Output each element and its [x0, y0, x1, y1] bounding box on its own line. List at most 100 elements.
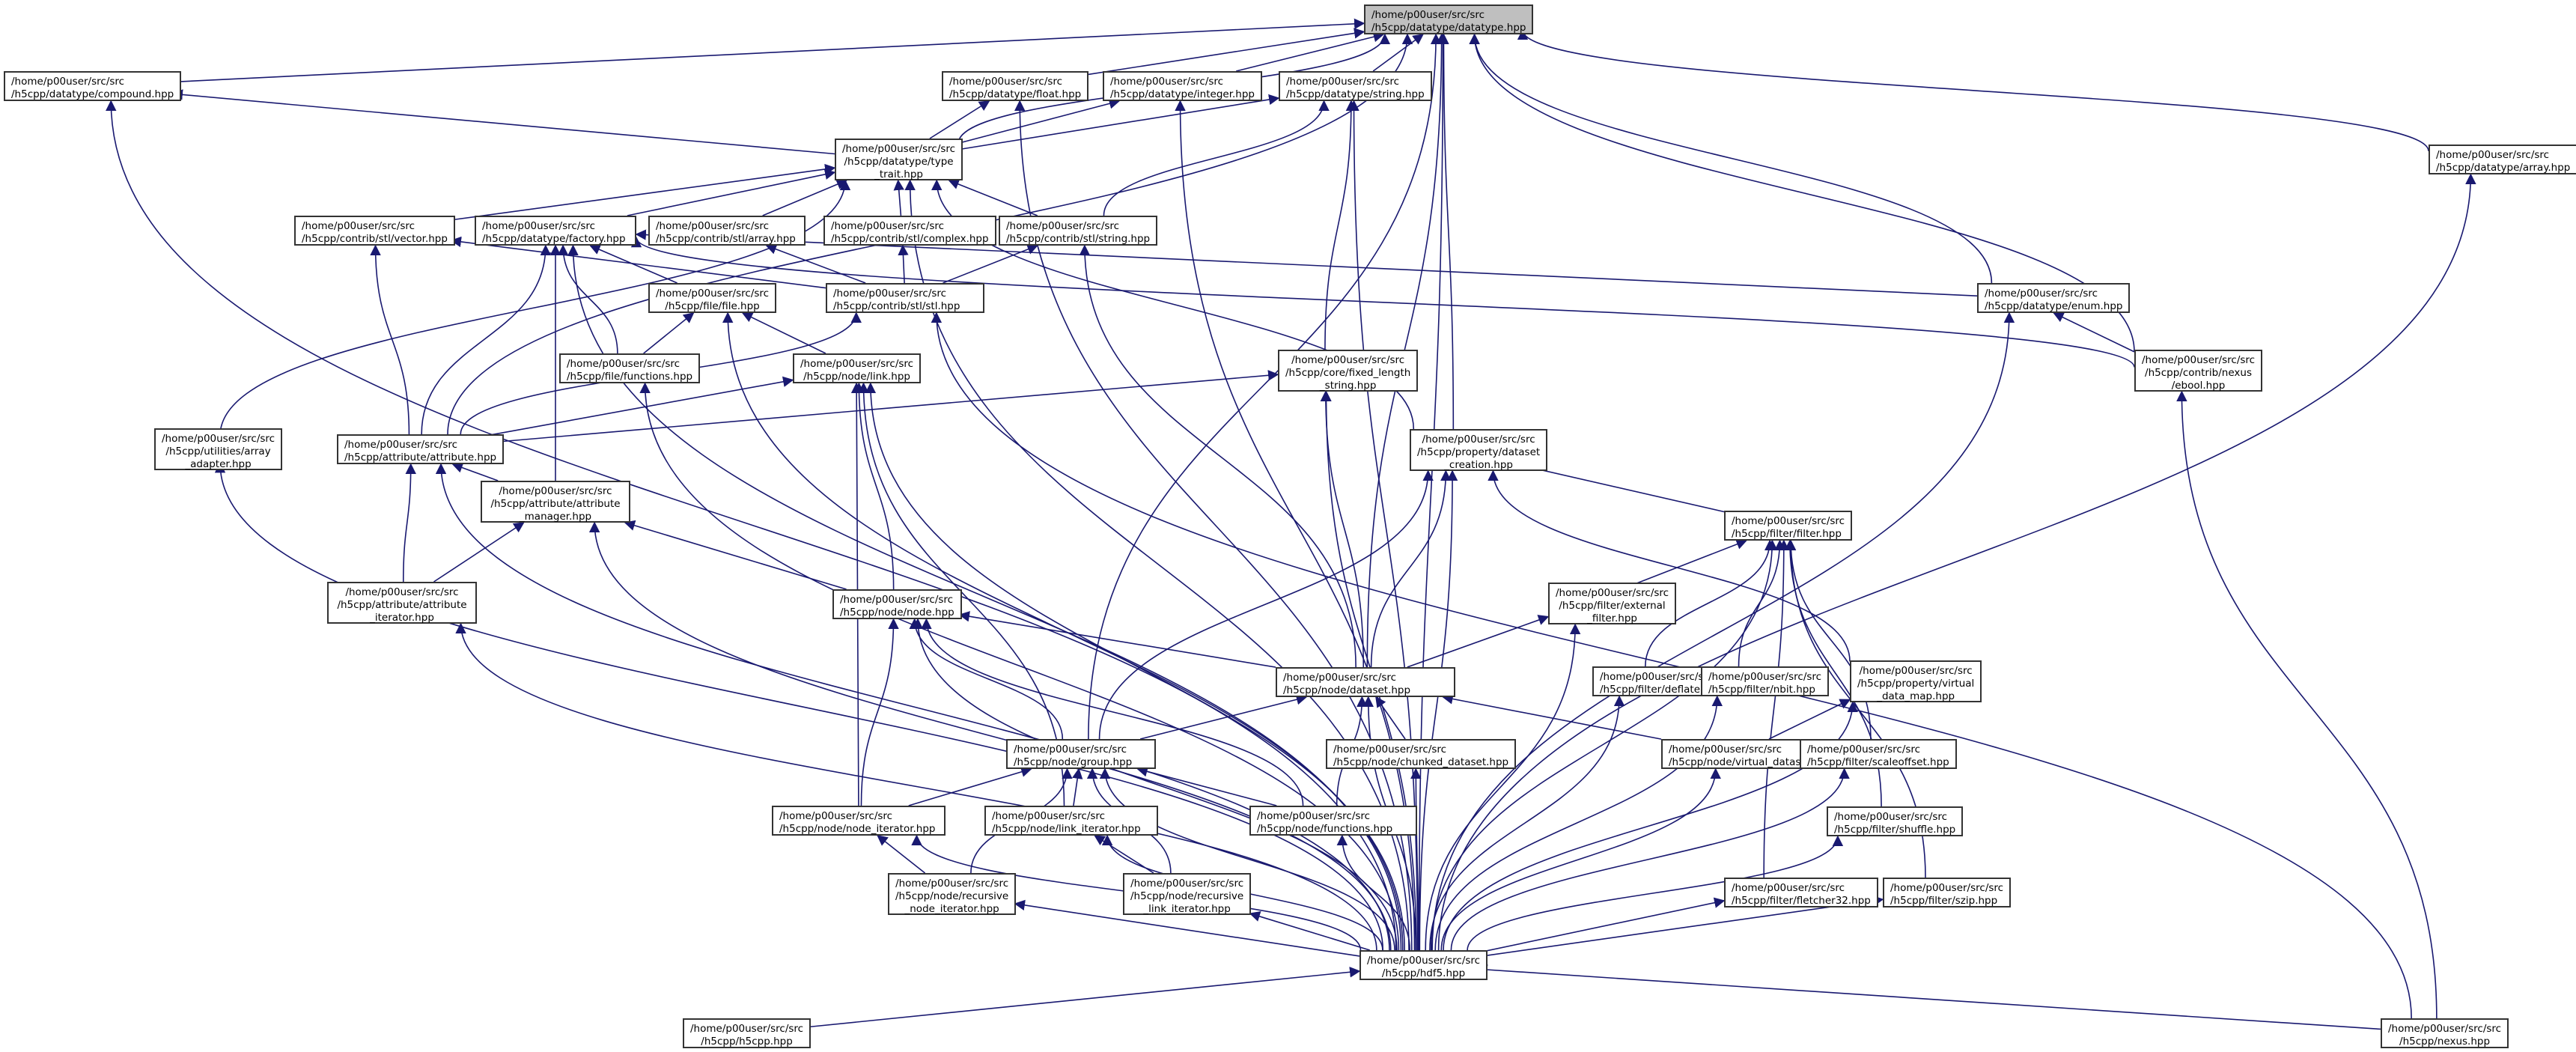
node-stl[interactable]: /home/p00user/src/src/h5cpp/contrib/stl/…: [826, 283, 984, 313]
edge-hdf5-to-scaleoffset: [1450, 767, 1850, 951]
node-label-line: /home/p00user/src/src: [1807, 744, 1921, 755]
edge-virtual-data-map-to-dataset-creation: [1488, 469, 1851, 662]
edge-hdf5-to-dataset-creation: [1419, 469, 1458, 951]
node-scaleoffset[interactable]: /home/p00user/src/src/h5cpp/filter/scale…: [1800, 739, 1957, 769]
edge-link-iterator-to-link: [858, 382, 1065, 806]
node-label-line: /h5cpp/filter/deflate.hpp: [1600, 684, 1723, 696]
node-label-line: _filter.hpp: [1587, 612, 1637, 624]
node-label-line: /h5cpp/node/chunked_dataset.hpp: [1333, 756, 1509, 768]
node-array[interactable]: /home/p00user/src/src/h5cpp/datatype/arr…: [2429, 145, 2576, 174]
node-stl-string[interactable]: /home/p00user/src/src/h5cpp/contrib/stl/…: [999, 216, 1158, 246]
edge-attribute-to-fixed-length-string: [486, 370, 1279, 444]
node-shuffle[interactable]: /home/p00user/src/src/h5cpp/filter/shuff…: [1827, 806, 1964, 836]
node-stl-array[interactable]: /home/p00user/src/src/h5cpp/contrib/stl/…: [648, 216, 806, 246]
edge-factory-to-type-trait: [627, 168, 836, 216]
edge-integer-to-datatype: [1236, 31, 1385, 72]
node-label-line: /h5cpp/attribute/attribute: [337, 599, 467, 611]
node-label-line: /h5cpp/contrib/stl/vector.hpp: [302, 233, 448, 245]
node-file-functions[interactable]: /home/p00user/src/src/h5cpp/file/functio…: [559, 353, 701, 383]
edge-stl-string-to-string: [1103, 100, 1330, 216]
node-label-line: _trait.hpp: [874, 168, 923, 180]
node-node[interactable]: /home/p00user/src/src/h5cpp/node/node.hp…: [832, 589, 962, 619]
edge-dataset-to-dataset-creation: [1370, 469, 1452, 668]
node-label-line: _iterator.hpp: [370, 612, 434, 624]
node-nbit[interactable]: /home/p00user/src/src/h5cpp/filter/nbit.…: [1701, 666, 1830, 696]
node-recursive-node-iterator[interactable]: /home/p00user/src/src/h5cpp/node/recursi…: [888, 873, 1017, 915]
node-h5cpp[interactable]: /home/p00user/src/src/h5cpp/h5cpp.hpp: [683, 1018, 812, 1048]
node-recursive-link-iterator[interactable]: /home/p00user/src/src/h5cpp/node/recursi…: [1123, 873, 1252, 915]
edge-attribute-to-link: [486, 376, 794, 437]
edge-stl-to-stl-string: [943, 244, 1038, 284]
node-node-iterator[interactable]: /home/p00user/src/src/h5cpp/node/node_it…: [772, 806, 946, 836]
node-label-line: /home/p00user/src/src: [949, 76, 1063, 88]
edge-hdf5-to-fletcher32: [1477, 897, 1726, 954]
node-label-line: /h5cpp/datatype/integer.hpp: [1110, 88, 1255, 100]
node-label-line: /home/p00user/src/src: [302, 220, 415, 232]
node-label-line: /h5cpp/filter/nbit.hpp: [1708, 684, 1815, 696]
node-label-line: /h5cpp/node/functions.hpp: [1257, 823, 1393, 835]
node-label-line: _data_map.hpp: [1877, 690, 1955, 702]
node-factory[interactable]: /home/p00user/src/src/h5cpp/datatype/fac…: [475, 216, 636, 246]
node-fletcher32[interactable]: /home/p00user/src/src/h5cpp/filter/fletc…: [1724, 878, 1878, 907]
node-attribute[interactable]: /home/p00user/src/src/h5cpp/attribute/at…: [337, 434, 505, 464]
node-link-iterator[interactable]: /home/p00user/src/src/h5cpp/node/link_it…: [984, 806, 1158, 836]
node-nexus[interactable]: /home/p00user/src/src/h5cpp/nexus.hpp: [2381, 1018, 2509, 1048]
node-file[interactable]: /home/p00user/src/src/h5cpp/file/file.hp…: [648, 283, 777, 313]
node-label-line: /h5cpp/filter/scaleoffset.hpp: [1807, 756, 1949, 768]
node-array-adapter[interactable]: /home/p00user/src/src/h5cpp/utilities/ar…: [154, 428, 283, 470]
edge-node-to-link: [853, 382, 895, 590]
edge-hdf5-to-factory: [567, 244, 1402, 951]
node-float[interactable]: /home/p00user/src/src/h5cpp/datatype/flo…: [942, 71, 1089, 101]
edge-hdf5-to-szip: [1477, 895, 1884, 958]
node-integer[interactable]: /home/p00user/src/src/h5cpp/datatype/int…: [1103, 71, 1262, 101]
node-label-line: _link_iterator.hpp: [1143, 903, 1231, 915]
node-chunked-dataset[interactable]: /home/p00user/src/src/h5cpp/node/chunked…: [1326, 739, 1517, 769]
node-label-line: /h5cpp/filter/external: [1559, 600, 1666, 612]
edge-node-functions-to-group: [1136, 766, 1277, 806]
node-attribute-manager[interactable]: /home/p00user/src/src/h5cpp/attribute/at…: [481, 481, 630, 523]
edge-array-adapter-to-type-trait: [219, 179, 851, 437]
node-group[interactable]: /home/p00user/src/src/h5cpp/node/group.h…: [1006, 739, 1156, 769]
node-string[interactable]: /home/p00user/src/src/h5cpp/datatype/str…: [1279, 71, 1432, 101]
edge-h5cpp-to-hdf5: [808, 967, 1361, 1028]
node-label-line: /h5cpp/file/functions.hpp: [567, 371, 693, 383]
node-virtual-data-map[interactable]: /home/p00user/src/src/h5cpp/property/vir…: [1850, 660, 1982, 702]
node-label-line: /h5cpp/node/link.hpp: [803, 371, 910, 383]
node-dataset[interactable]: /home/p00user/src/src/h5cpp/node/dataset…: [1276, 667, 1455, 697]
node-label-line: /home/p00user/src/src: [1130, 878, 1244, 890]
node-hdf5[interactable]: /home/p00user/src/src/h5cpp/hdf5.hpp: [1359, 950, 1488, 980]
node-label-line: /h5cpp/node/virtual_dataset.hpp: [1669, 756, 1833, 768]
node-filter[interactable]: /home/p00user/src/src/h5cpp/filter/filte…: [1724, 511, 1853, 541]
node-node-functions[interactable]: /home/p00user/src/src/h5cpp/node/functio…: [1249, 806, 1417, 836]
edge-deflate-to-filter: [1645, 539, 1776, 667]
node-type-trait[interactable]: /home/p00user/src/src/h5cpp/datatype/typ…: [835, 139, 963, 180]
node-ebool[interactable]: /home/p00user/src/src/h5cpp/contrib/nexu…: [2134, 350, 2263, 392]
node-stl-complex[interactable]: /home/p00user/src/src/h5cpp/contrib/stl/…: [823, 216, 996, 246]
edge-stl-to-stl-array: [765, 243, 866, 284]
node-compound[interactable]: /home/p00user/src/src/h5cpp/datatype/com…: [4, 71, 182, 101]
node-label-line: /home/p00user/src/src: [2388, 1023, 2502, 1035]
edge-link-iterator-to-group: [1072, 767, 1083, 806]
edge-nexus-to-hdf5: [1476, 964, 2381, 1030]
node-szip[interactable]: /home/p00user/src/src/h5cpp/filter/szip.…: [1883, 878, 2012, 907]
node-label-line: /h5cpp/filter/szip.hpp: [1890, 895, 1998, 907]
edge-chunked-dataset-to-dataset: [1375, 696, 1406, 740]
node-datatype[interactable]: /home/p00user/src/src/h5cpp/datatype/dat…: [1364, 4, 1534, 34]
node-attribute-iterator[interactable]: /home/p00user/src/src/h5cpp/attribute/at…: [327, 582, 477, 624]
node-label-line: /home/p00user/src/src: [1708, 671, 1822, 683]
node-enum[interactable]: /home/p00user/src/src/h5cpp/datatype/enu…: [1977, 283, 2131, 313]
node-label-line: /home/p00user/src/src: [1669, 744, 1782, 755]
node-label-line: /h5cpp/node/node_iterator.hpp: [779, 823, 936, 835]
node-label-line: /h5cpp/h5cpp.hpp: [701, 1036, 793, 1048]
edge-hdf5-to-virtual-dataset: [1440, 767, 1721, 951]
edge-node-iterator-to-group: [908, 766, 1032, 806]
node-label-line: /home/p00user/src/src: [482, 220, 596, 232]
node-dataset-creation[interactable]: /home/p00user/src/src/h5cpp/property/dat…: [1410, 429, 1548, 471]
node-external-filter[interactable]: /home/p00user/src/src/h5cpp/filter/exter…: [1548, 583, 1677, 624]
edge-hdf5-to-enum: [1431, 311, 2015, 951]
node-fixed-length-string[interactable]: /home/p00user/src/src/h5cpp/core/fixed_l…: [1278, 350, 1419, 392]
node-link[interactable]: /home/p00user/src/src/h5cpp/node/link.hp…: [793, 353, 922, 383]
edge-stl-to-stl-vector: [450, 236, 826, 289]
node-label-line: /h5cpp/contrib/stl/complex.hpp: [831, 233, 989, 245]
node-stl-vector[interactable]: /home/p00user/src/src/h5cpp/contrib/stl/…: [294, 216, 455, 246]
